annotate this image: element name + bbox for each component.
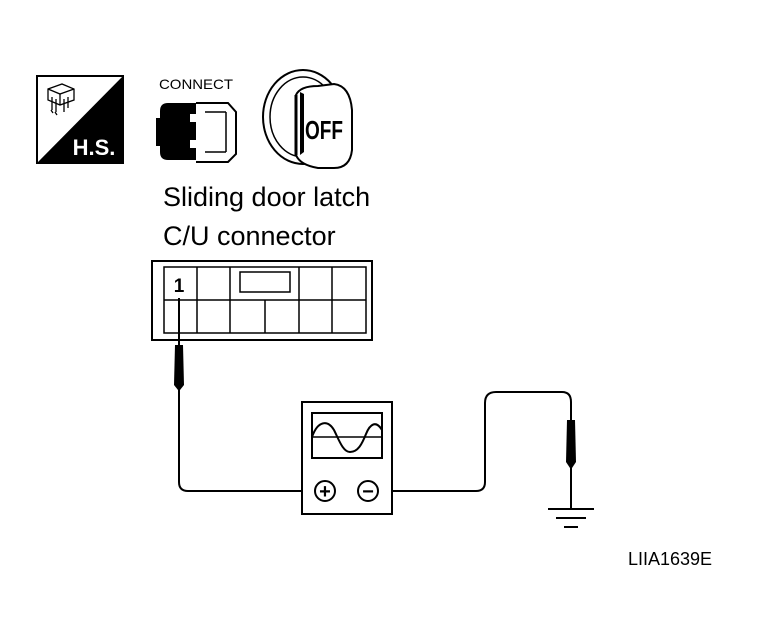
ignition-off-label: OFF bbox=[305, 115, 343, 145]
positive-symbol: + bbox=[319, 481, 331, 503]
connector-connect-icon: CONNECT bbox=[156, 76, 237, 163]
oscilloscope-icon: + − bbox=[301, 401, 393, 515]
positive-probe bbox=[174, 298, 184, 398]
ground-icon bbox=[548, 508, 594, 528]
negative-probe bbox=[566, 420, 576, 508]
positive-terminal bbox=[314, 480, 336, 502]
ignition-key-off-icon: OFF bbox=[262, 69, 353, 169]
negative-terminal bbox=[357, 480, 379, 502]
harness-side-icon: H.S. bbox=[36, 75, 124, 164]
connector-face: 1 bbox=[151, 260, 373, 341]
connector-title-line1: Sliding door latch bbox=[163, 182, 371, 212]
figure-id: LIIA1639E bbox=[628, 549, 713, 569]
positive-lead-wire bbox=[178, 398, 312, 492]
harness-side-label: H.S. bbox=[73, 135, 116, 160]
negative-lead-wire bbox=[380, 391, 572, 492]
connector-title-line2: C/U connector bbox=[163, 221, 336, 251]
negative-symbol: − bbox=[362, 481, 374, 503]
terminal-label: 1 bbox=[174, 276, 185, 297]
connect-label: CONNECT bbox=[159, 76, 233, 92]
